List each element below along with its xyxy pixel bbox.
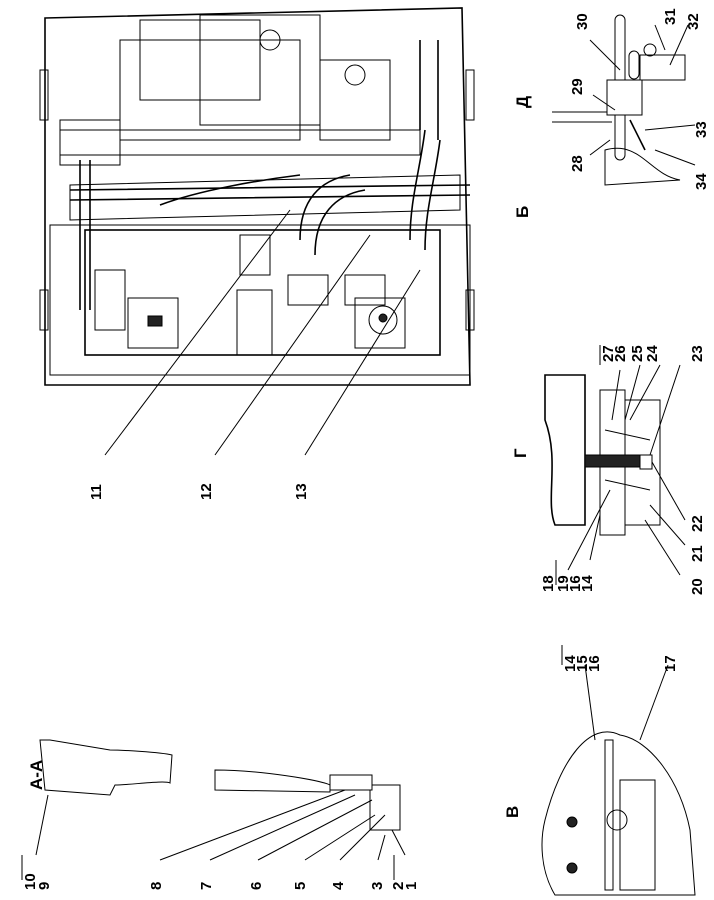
callout-9: 9 [36,882,53,890]
callout-33: 33 [693,121,710,138]
callout-8: 8 [148,882,165,890]
callout-26: 26 [612,345,629,362]
callout-24: 24 [644,345,661,362]
detail-view-v [541,664,696,896]
callout-34: 34 [693,173,710,190]
callout-15: 15 [574,655,591,672]
main-leaders [104,209,421,456]
view-title-v: В [503,806,522,818]
view-title-g: Г [511,448,530,458]
callout-12: 12 [198,483,215,500]
view-title-d: Д [513,96,532,108]
callout-19: 19 [555,575,572,592]
callout-4: 4 [330,881,347,890]
callout-31: 31 [662,8,679,25]
callout-27: 27 [600,345,617,362]
callout-3: 3 [369,882,386,890]
callout-20: 20 [689,578,706,595]
callout-18: 18 [540,575,557,592]
callout-1: 1 [403,882,420,890]
callout-29: 29 [569,78,586,95]
callout-16b: 16 [567,575,584,592]
callout-28: 28 [569,155,586,172]
callout-5: 5 [292,882,309,890]
detail-view-d [552,14,696,186]
callout-6: 6 [248,882,265,890]
callout-32: 32 [685,13,702,30]
callout-14b: 14 [579,575,596,592]
detail-view-g [544,364,686,576]
callout-13: 13 [293,483,310,500]
callout-21: 21 [689,545,706,562]
callout-30: 30 [574,13,591,30]
view-title-aa: А-А [27,760,46,790]
main-view-b [39,7,475,386]
callout-11: 11 [88,484,105,500]
callout-14: 14 [562,655,579,672]
callout-7: 7 [198,882,215,890]
callout-23: 23 [689,345,706,362]
callouts: 10 9 8 7 6 5 4 3 2 1 11 12 13 14 15 16 1… [22,8,710,890]
callout-22: 22 [689,515,706,532]
callout-group-bars [21,345,601,880]
section-view-aa [35,739,406,861]
view-title-b: Б [513,206,532,218]
callout-17: 17 [662,655,679,672]
callout-10: 10 [22,873,39,890]
callout-25: 25 [629,345,646,362]
callout-2: 2 [390,882,407,890]
callout-16: 16 [586,655,603,672]
